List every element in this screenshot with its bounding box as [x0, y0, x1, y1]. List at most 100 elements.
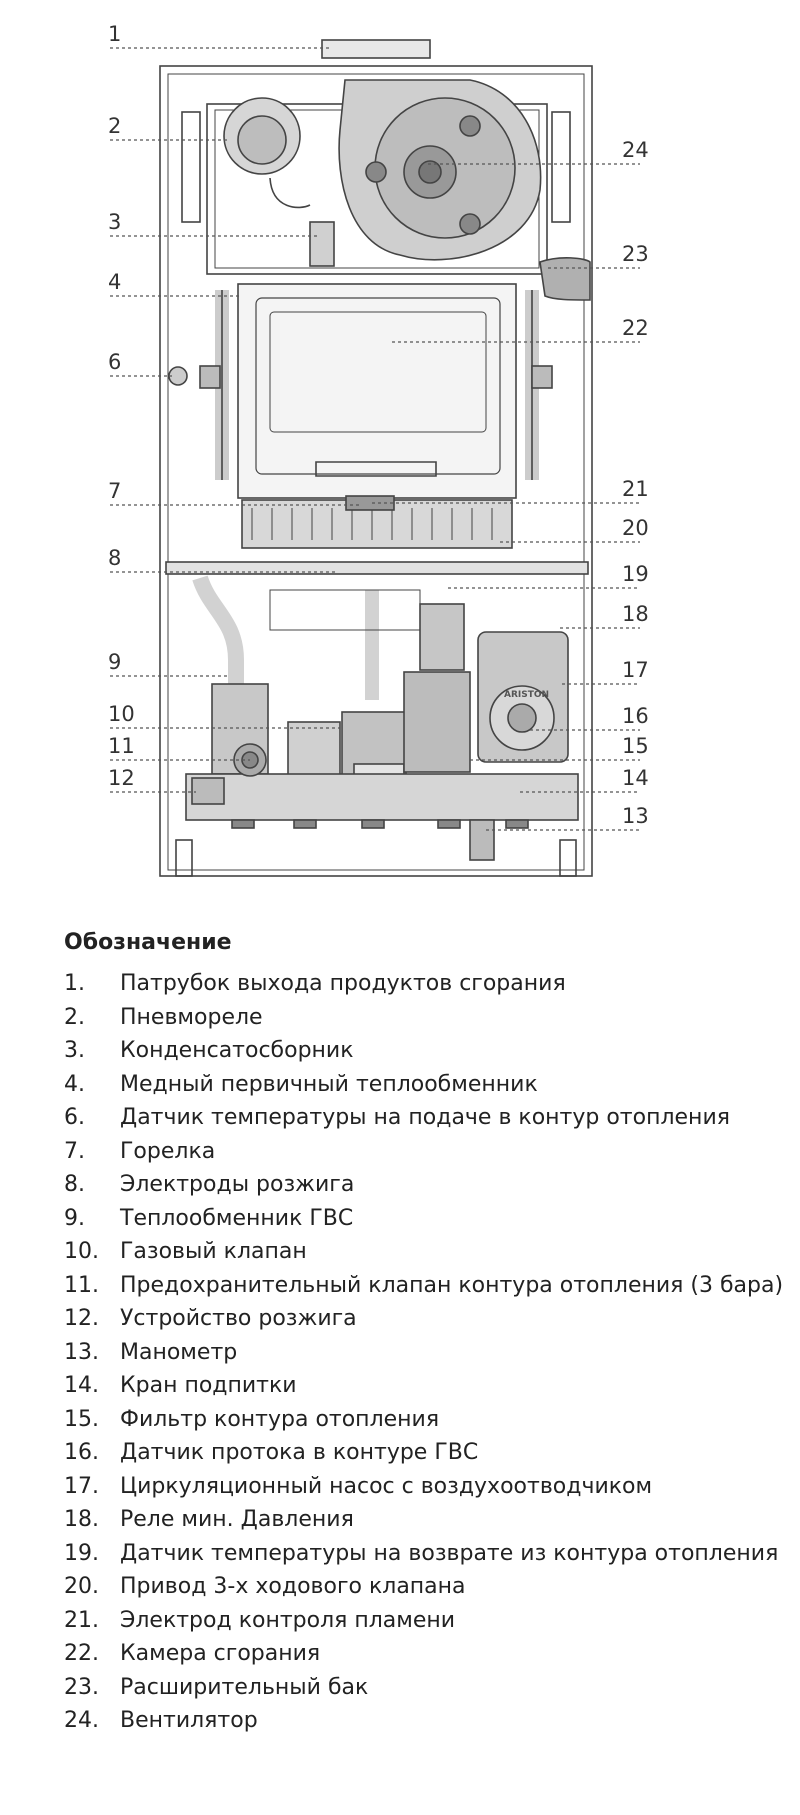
legend-item-number: 11. — [64, 1272, 99, 1298]
legend: Обозначение 1.Патрубок выхода продуктов … — [64, 930, 784, 1738]
callout-19: 19 — [622, 562, 649, 586]
legend-item-number: 3. — [64, 1038, 85, 1063]
legend-item-number: 16. — [64, 1440, 99, 1465]
legend-item-number: 7. — [64, 1138, 85, 1164]
legend-item-number: 10. — [64, 1239, 99, 1264]
condensate-shape — [309, 221, 335, 267]
combustion-chamber-shape — [237, 283, 517, 499]
legend-item-text: Привод 3-х ходового клапана — [120, 1574, 466, 1599]
legend-item: 6. Датчик температуры на подаче в контур … — [64, 1101, 784, 1135]
legend-item-text: Газовый клапан — [120, 1239, 307, 1264]
legend-item-number: 19. — [64, 1540, 99, 1566]
legend-item: 24. Вентилятор — [64, 1704, 784, 1738]
legend-item: 23. Расширительный бак — [64, 1671, 784, 1705]
callout-23: 23 — [622, 242, 649, 266]
legend-item-text: Датчик температуры на возврате из контур… — [120, 1540, 779, 1566]
legend-item: 8. Электроды розжига — [64, 1168, 784, 1202]
legend-item: 14. Кран подпитки — [64, 1369, 784, 1403]
legend-item: 17. Циркуляционный насос с воздухоотводчи… — [64, 1470, 784, 1504]
callout-16: 16 — [622, 704, 649, 728]
casing-outline — [159, 65, 593, 877]
legend-item: 10. Газовый клапан — [64, 1235, 784, 1269]
legend-item-number: 6. — [64, 1105, 85, 1130]
legend-item-number: 9. — [64, 1205, 85, 1231]
legend-item: 13. Манометр — [64, 1336, 784, 1370]
legend-item-text: Фильтр контура отопления — [120, 1406, 440, 1432]
legend-item-number: 2. — [64, 1004, 85, 1030]
legend-item-number: 24. — [64, 1708, 99, 1733]
legend-item: 18. Реле мин. Давления — [64, 1503, 784, 1537]
legend-item-number: 20. — [64, 1574, 99, 1599]
expansion-tank-shape — [539, 257, 591, 301]
legend-item: 12. Устройство розжига — [64, 1302, 784, 1336]
legend-item-number: 12. — [64, 1306, 99, 1331]
callout-2: 2 — [108, 114, 122, 138]
legend-item-text: Пневмореле — [120, 1004, 263, 1030]
legend-item-number: 17. — [64, 1473, 99, 1499]
legend-item-number: 22. — [64, 1641, 99, 1666]
legend-item: 3. Конденсатосборник — [64, 1034, 784, 1068]
legend-item: 2. Пневмореле — [64, 1001, 784, 1035]
callout-17: 17 — [622, 658, 649, 682]
legend-item-text: Циркуляционный насос с воздухоотводчиком — [120, 1473, 653, 1499]
legend-item: 15. Фильтр контура отопления — [64, 1403, 784, 1437]
callout-12: 12 — [108, 766, 135, 790]
legend-item-number: 4. — [64, 1071, 85, 1097]
legend-item-text: Медный первичный теплообменник — [120, 1071, 538, 1097]
legend-item-number: 8. — [64, 1172, 85, 1197]
legend-item-text: Патрубок выхода продуктов сгорания — [120, 971, 566, 996]
legend-item-text: Горелка — [120, 1138, 216, 1164]
boiler-diagram: ARISTON — [0, 0, 800, 900]
legend-item: 20. Привод 3-х ходового клапана — [64, 1570, 784, 1604]
legend-item-text: Расширительный бак — [120, 1674, 369, 1700]
legend-item-text: Манометр — [120, 1339, 238, 1365]
callout-18: 18 — [622, 602, 649, 626]
legend-item-text: Конденсатосборник — [120, 1038, 354, 1063]
legend-item: 19. Датчик температуры на возврате из кон… — [64, 1537, 784, 1571]
legend-item: 22. Камера сгорания — [64, 1637, 784, 1671]
brand-logo: ARISTON — [504, 690, 549, 700]
callout-1: 1 — [108, 22, 122, 46]
callout-13: 13 — [622, 804, 649, 828]
callout-3: 3 — [108, 210, 122, 234]
legend-item: 4. Медный первичный теплообменник — [64, 1068, 784, 1102]
callout-14: 14 — [622, 766, 649, 790]
legend-item-number: 21. — [64, 1607, 99, 1633]
callout-20: 20 — [622, 516, 649, 540]
legend-item: 21. Электрод контроля пламени — [64, 1604, 784, 1638]
legend-item-number: 15. — [64, 1406, 99, 1432]
callout-11: 11 — [108, 734, 135, 758]
legend-item-text: Датчик протока в контуре ГВС — [120, 1440, 479, 1465]
legend-item: 16. Датчик протока в контуре ГВС — [64, 1436, 784, 1470]
legend-item-text: Теплообменник ГВС — [120, 1205, 354, 1231]
legend-item-text: Предохранительный клапан контура отоплен… — [120, 1272, 784, 1298]
callout-15: 15 — [622, 734, 649, 758]
legend-title: Обозначение — [64, 930, 232, 955]
legend-item-number: 23. — [64, 1674, 99, 1700]
legend-item: 11. Предохранительный клапан контура отоп… — [64, 1269, 784, 1303]
legend-item: 9. Теплообменник ГВС — [64, 1202, 784, 1236]
manometer-shape — [469, 819, 495, 861]
legend-item-text: Электрод контроля пламени — [120, 1607, 456, 1633]
legend-item-number: 13. — [64, 1339, 99, 1365]
legend-item-text: Устройство розжига — [120, 1306, 357, 1331]
boiler-drawing: ARISTON — [110, 39, 640, 877]
legend-item-text: Реле мин. Давления — [120, 1507, 354, 1532]
callout-24: 24 — [622, 138, 649, 162]
legend-item-text: Кран подпитки — [120, 1373, 297, 1398]
callout-9: 9 — [108, 650, 122, 674]
legend-item-number: 14. — [64, 1373, 99, 1398]
callout-7: 7 — [108, 479, 122, 503]
flue-outlet-shape — [321, 39, 431, 59]
callout-4: 4 — [108, 270, 122, 294]
legend-item: 7. Горелка — [64, 1135, 784, 1169]
legend-item-text: Камера сгорания — [120, 1641, 321, 1666]
legend-item-number: 18. — [64, 1507, 99, 1532]
legend-item-text: Датчик температуры на подаче в контур от… — [120, 1105, 730, 1130]
legend-item-text: Вентилятор — [120, 1708, 258, 1733]
callout-22: 22 — [622, 316, 649, 340]
legend-item-text: Электроды розжига — [120, 1172, 355, 1197]
callout-10: 10 — [108, 702, 135, 726]
callout-8: 8 — [108, 546, 122, 570]
legend-list: 1.Патрубок выхода продуктов сгорания 2.П… — [64, 967, 784, 1738]
